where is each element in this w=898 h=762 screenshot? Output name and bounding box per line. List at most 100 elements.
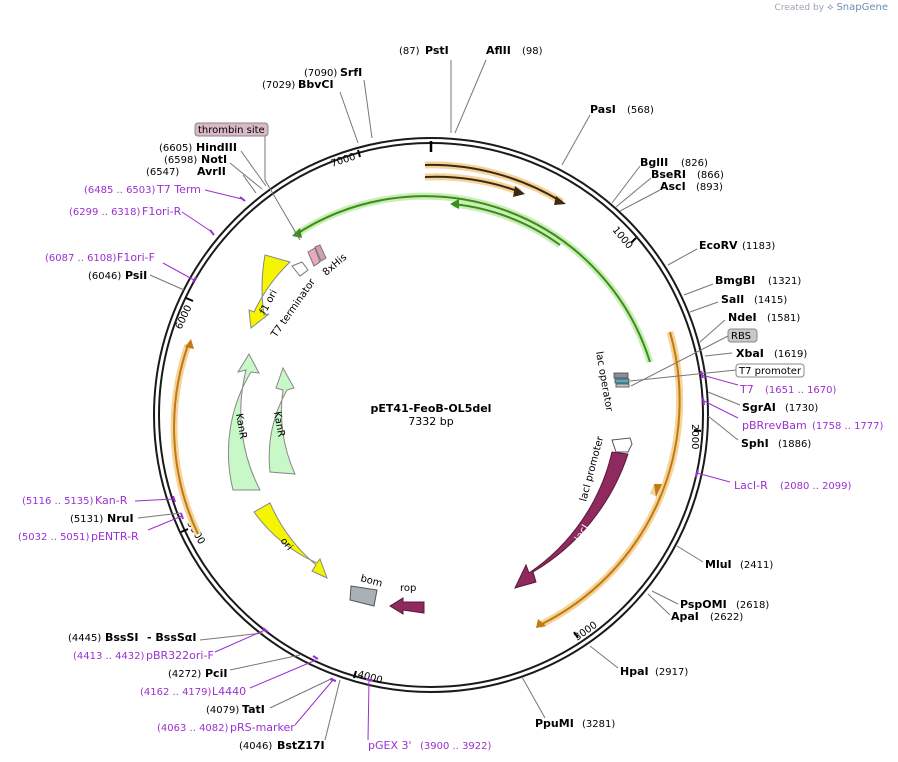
primer-mark-f1ori-r	[209, 229, 215, 236]
site-name-ecorv: EcoRV	[699, 239, 738, 252]
tick-label-4000: 4000	[356, 669, 383, 686]
site-group: (87) PstI AflII (98) (7090) SrfI (7029) …	[68, 44, 818, 752]
leader-aflii	[454, 59, 487, 134]
lac-operator-label: lac operator	[593, 351, 615, 413]
snapgene-logo-icon: ⟡	[826, 2, 834, 13]
rbs-label-box	[727, 328, 758, 343]
site-pos-pcii: (4272)	[168, 669, 201, 680]
site-pos-ndei: (1581)	[767, 313, 800, 324]
site-name-mlui: MluI	[705, 558, 732, 571]
site-name-srfi: SrfI	[340, 66, 362, 79]
leader-t7	[701, 374, 739, 386]
site-name-sali: SalI	[721, 293, 744, 306]
primer-name-pbr322ori-f: pBR322ori-F	[146, 649, 214, 662]
t7-promoter-block	[614, 378, 630, 384]
tick-4000	[353, 670, 357, 679]
leader-bseri	[615, 177, 652, 208]
leader-bstz17i	[324, 679, 341, 741]
leader-laci-r	[696, 472, 731, 483]
leader-psii	[149, 274, 185, 291]
leader-pspomi	[651, 590, 679, 605]
site-pos-psti: (87)	[399, 46, 420, 57]
primer-name-pgex3: pGEX 3'	[368, 739, 412, 752]
site-name-apai: ApaI	[671, 610, 699, 623]
primer-range-pentr-r: (5032 .. 5051)	[18, 532, 90, 543]
rop-label: rop	[400, 583, 416, 594]
primer-range-pbrrevbam: (1758 .. 1777)	[812, 421, 884, 432]
leader-ndei	[699, 319, 726, 343]
site-name-psii: PsiI	[125, 269, 147, 282]
orf-arc-right	[539, 331, 681, 626]
tick-1000	[630, 237, 637, 244]
leader-apai	[647, 593, 671, 616]
green-arc-outer-head	[292, 228, 302, 238]
orf-arc-top-inner	[424, 175, 521, 193]
site-pos-sgrai: (1730)	[785, 403, 818, 414]
primer-mark-t7	[700, 370, 704, 379]
tick-3000	[573, 631, 579, 639]
thrombin-label: thrombin site	[198, 125, 265, 136]
site-name-tati: TatI	[242, 703, 265, 716]
rbs-label: RBS	[731, 331, 751, 342]
site-pos-srfi: (7090)	[304, 68, 337, 79]
site-pos-ecorv: (1183)	[742, 241, 775, 252]
primer-name-l4440: L4440	[212, 685, 246, 698]
leader-nrui	[137, 512, 182, 519]
primer-range-prs-marker: (4063 .. 4082)	[157, 723, 229, 734]
primer-name-f1ori-r: F1ori-R	[142, 205, 182, 218]
tick-label-3000: 3000	[572, 620, 599, 644]
site-name-pcii: PciI	[205, 667, 227, 680]
laci-label: lacI	[573, 523, 591, 544]
primer-group: T7 (1651 .. 1670) pBRrevBam (1758 .. 177…	[18, 183, 884, 752]
site-pos-avrii: (6547)	[146, 167, 179, 178]
site-name-ppumi: PpuMI	[535, 717, 574, 730]
leader-ppumi	[521, 676, 546, 719]
primer-range-laci-r: (2080 .. 2099)	[780, 481, 852, 492]
green-arc-outer-glow	[293, 192, 654, 364]
site-pos-tati: (4079)	[206, 705, 239, 716]
t7-terminator-block	[291, 261, 309, 277]
primer-range-pgex3: (3900 .. 3922)	[420, 741, 492, 752]
leader-rbs	[630, 335, 729, 387]
t7-terminator-label: T7 terminator	[269, 276, 319, 340]
site-pos-aflii: (98)	[522, 46, 543, 57]
site-pos-psii: (6046)	[88, 271, 121, 282]
site-pos-bstz17i: (4046)	[239, 741, 272, 752]
snapgene-watermark: Created by ⟡ SnapGene	[775, 2, 888, 13]
site-name-nrui: NruI	[107, 512, 134, 525]
primer-name-t7-term: T7 Term	[156, 183, 201, 196]
site-name-hindiii: HindIII	[196, 141, 237, 154]
watermark-created-by: Created by	[774, 3, 825, 13]
site-pos-noti: (6598)	[164, 155, 197, 166]
leader-bmgbi	[683, 283, 714, 296]
orf-arc-top-outer-head	[554, 196, 566, 205]
tick-6000	[185, 297, 194, 302]
leader-sali	[689, 301, 719, 313]
site-name-bglii: BglII	[640, 156, 668, 169]
primer-range-pbr322ori-f: (4413 .. 4432)	[73, 651, 145, 662]
orf-arc-top-inner-head	[513, 186, 525, 197]
site-name-avrii: AvrII	[197, 165, 226, 178]
leader-hpai	[589, 645, 619, 669]
site-name-sgrai: SgrAI	[742, 401, 776, 414]
leader-avrii	[242, 174, 257, 194]
site-pos-bbvci: (7029)	[262, 80, 295, 91]
primer-range-kan-r: (5116 .. 5135)	[22, 496, 94, 507]
green-arc-outer	[294, 195, 651, 363]
site-pos-sali: (1415)	[754, 295, 787, 306]
plasmid-name: pET41-FeoB-OL5del	[371, 402, 492, 415]
leader-hindiii	[240, 150, 267, 187]
primer-range-l4440: (4162 .. 4179)	[140, 687, 212, 698]
site-pos-pspomi: (2618)	[736, 600, 769, 611]
site-name-noti: NotI	[201, 153, 227, 166]
site-pos-bmgbi: (1321)	[768, 276, 801, 287]
site-pos-asci: (893)	[696, 182, 723, 193]
site-name-pasi: PasI	[590, 103, 616, 116]
leader-bglii	[611, 165, 641, 204]
primer-mark-pgex3	[365, 678, 374, 682]
leader-pgex3	[367, 680, 370, 741]
green-arc-inner	[452, 203, 561, 246]
orf-arc-short-head	[654, 484, 662, 497]
site-name-bmgbi: BmgBI	[715, 274, 755, 287]
leader-thrombin	[264, 136, 301, 241]
